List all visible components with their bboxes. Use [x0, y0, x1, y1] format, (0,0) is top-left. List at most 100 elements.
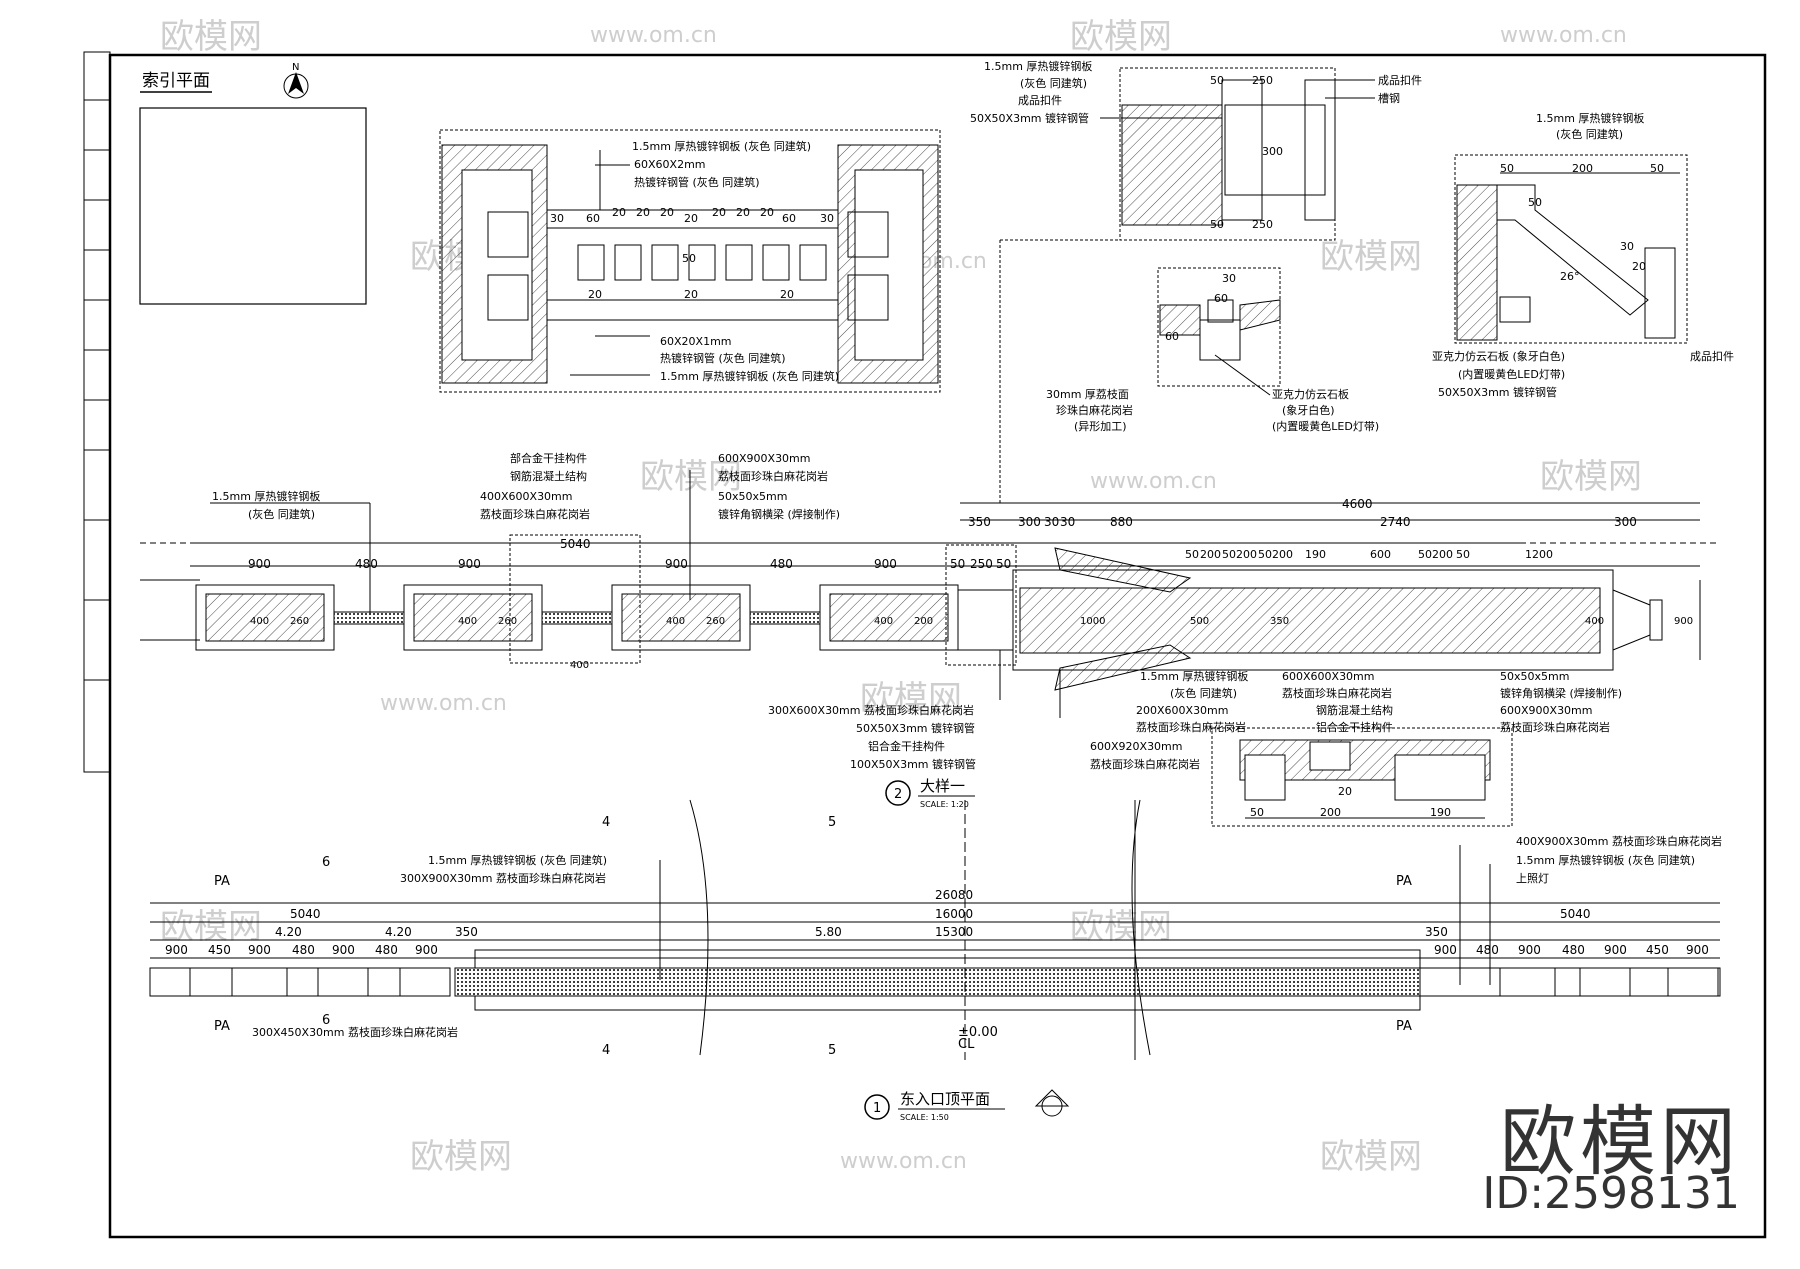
svg-text:1000: 1000 — [1080, 616, 1105, 627]
svg-text:4: 4 — [602, 815, 610, 830]
svg-text:600X600X30mm: 600X600X30mm — [1282, 670, 1375, 683]
svg-text:亚克力仿云石板 (象牙白色): 亚克力仿云石板 (象牙白色) — [1432, 349, 1565, 363]
svg-text:(内置暖黄色LED灯带): (内置暖黄色LED灯带) — [1272, 419, 1379, 433]
roof-plan-structure — [149, 799, 1721, 1060]
svg-text:50: 50 — [1418, 548, 1432, 561]
svg-text:30: 30 — [550, 212, 564, 225]
svg-text:1: 1 — [873, 1101, 881, 1116]
svg-text:50: 50 — [1650, 162, 1664, 175]
svg-text:480: 480 — [1476, 943, 1499, 957]
svg-text:400: 400 — [874, 616, 893, 627]
svg-text:钢筋混凝土结构: 钢筋混凝土结构 — [1316, 703, 1393, 717]
svg-text:1.5mm 厚热镀锌钢板 (灰色 同建筑): 1.5mm 厚热镀锌钢板 (灰色 同建筑) — [1516, 853, 1695, 867]
watermark-url: www.om.cn — [1500, 23, 1627, 48]
svg-text:20: 20 — [612, 206, 626, 219]
roof-plan-markers: PA PA PA PA 4 4 5 5 6 6 CL ±0.00 — [214, 815, 1412, 1058]
svg-text:50: 50 — [1258, 548, 1272, 561]
svg-text:(异形加工): (异形加工) — [1074, 420, 1127, 433]
svg-text:400: 400 — [666, 616, 685, 627]
index-plan-title: 索引平面 — [142, 71, 210, 91]
watermark-brand: 欧模网 — [1070, 907, 1172, 947]
svg-text:900: 900 — [458, 557, 481, 571]
svg-text:(灰色 同建筑): (灰色 同建筑) — [1020, 76, 1087, 90]
svg-text:镀锌角钢横梁 (焊接制作): 镀锌角钢横梁 (焊接制作) — [718, 507, 840, 521]
detail-mid-small — [999, 239, 1281, 505]
svg-text:250: 250 — [1252, 218, 1273, 231]
svg-text:6: 6 — [322, 1013, 330, 1028]
detail-top-left — [439, 129, 941, 393]
svg-text:PA: PA — [214, 1019, 230, 1034]
svg-text:480: 480 — [770, 557, 793, 571]
roof-plan-notes: 1.5mm 厚热镀锌钢板 (灰色 同建筑) 300X900X30mm 荔枝面珍珠… — [252, 834, 1722, 1039]
svg-text:N: N — [292, 62, 299, 73]
svg-text:30: 30 — [1222, 272, 1236, 285]
watermark-brand: 欧模网 — [860, 679, 962, 719]
svg-text:2: 2 — [894, 787, 902, 802]
svg-text:20: 20 — [736, 206, 750, 219]
svg-text:400: 400 — [570, 660, 589, 671]
svg-text:350: 350 — [1425, 925, 1448, 939]
north-arrow-icon: N — [283, 62, 309, 99]
svg-text:(灰色 同建筑): (灰色 同建筑) — [1556, 127, 1623, 141]
plan-detail-dims-inner: 400 260 400 260 400 260 400 200 1000 500… — [250, 616, 1693, 671]
watermark-brand: 欧模网 — [160, 17, 262, 57]
watermark-url: www.om.cn — [1090, 469, 1217, 494]
svg-text:1200: 1200 — [1525, 548, 1553, 561]
svg-text:30: 30 — [820, 212, 834, 225]
plan-detail-dims-top: 900 480 900 5040 900 480 900 350 300 30 … — [190, 497, 1700, 571]
svg-text:300: 300 — [1614, 515, 1637, 529]
svg-text:PA: PA — [1396, 1019, 1412, 1034]
svg-text:1.5mm 厚热镀锌钢板 (灰色 同建筑): 1.5mm 厚热镀锌钢板 (灰色 同建筑) — [632, 139, 811, 153]
svg-text:PA: PA — [1396, 874, 1412, 889]
plan-detail-notes: 部合金干挂构件 钢筋混凝土结构 400X600X30mm 荔枝面珍珠白麻花岗岩 … — [210, 451, 1622, 771]
svg-text:60X20X1mm: 60X20X1mm — [660, 335, 732, 348]
svg-text:60: 60 — [1165, 330, 1179, 343]
svg-text:(灰色 同建筑): (灰色 同建筑) — [248, 507, 315, 521]
svg-text:1.5mm 厚热镀锌钢板: 1.5mm 厚热镀锌钢板 — [212, 489, 320, 503]
detail-top-right-labels: 1.5mm 厚热镀锌钢板 (灰色 同建筑) 亚克力仿云石板 (象牙白色) (内置… — [1432, 111, 1734, 399]
svg-text:50: 50 — [1528, 196, 1542, 209]
svg-text:300: 300 — [1018, 515, 1041, 529]
svg-text:50x50x5mm: 50x50x5mm — [718, 490, 787, 503]
watermark-brand: 欧模网 — [1320, 237, 1422, 277]
detail-top-mid-labels: 1.5mm 厚热镀锌钢板 (灰色 同建筑) 成品扣件 50X50X3mm 镀锌钢… — [970, 59, 1422, 231]
svg-text:2740: 2740 — [1380, 515, 1411, 529]
svg-text:30: 30 — [1044, 515, 1059, 529]
watermark-brand: 欧模网 — [640, 457, 742, 497]
detail-top-left-labels: 1.5mm 厚热镀锌钢板 (灰色 同建筑) 60X60X2mm 热镀锌钢管 (灰… — [550, 139, 839, 383]
svg-text:50: 50 — [1500, 162, 1514, 175]
svg-text:16000: 16000 — [935, 907, 973, 921]
svg-text:4.20: 4.20 — [385, 925, 412, 939]
svg-text:热镀锌钢管 (灰色 同建筑): 热镀锌钢管 (灰色 同建筑) — [634, 175, 760, 189]
svg-text:900: 900 — [248, 557, 271, 571]
plan-detail-subsection-dims: 50 200 190 20 — [1250, 785, 1451, 819]
svg-text:400: 400 — [458, 616, 477, 627]
plan-detail-title: 2 大样一 SCALE: 1:20 — [885, 777, 975, 809]
svg-text:槽钢: 槽钢 — [1378, 92, 1400, 105]
svg-text:亚克力仿云石板: 亚克力仿云石板 — [1272, 387, 1349, 401]
detail-title: 大样一 — [920, 777, 965, 795]
svg-text:5040: 5040 — [560, 537, 591, 551]
sheet-border — [83, 51, 1767, 1239]
roof-plan-title: 1 东入口顶平面 SCALE: 1:50 — [864, 1089, 1070, 1122]
svg-text:6: 6 — [322, 855, 330, 870]
svg-text:(内置暖黄色LED灯带): (内置暖黄色LED灯带) — [1458, 367, 1565, 381]
svg-text:400: 400 — [250, 616, 269, 627]
svg-text:900: 900 — [1518, 943, 1541, 957]
detail-top-right — [1454, 154, 1688, 344]
svg-text:1.5mm 厚热镀锌钢板 (灰色 同建筑): 1.5mm 厚热镀锌钢板 (灰色 同建筑) — [428, 853, 607, 867]
svg-text:250: 250 — [1252, 74, 1273, 87]
svg-text:190: 190 — [1430, 806, 1451, 819]
svg-text:900: 900 — [665, 557, 688, 571]
svg-text:200: 200 — [1272, 548, 1293, 561]
svg-text:400X900X30mm 荔枝面珍珠白麻花岗岩: 400X900X30mm 荔枝面珍珠白麻花岗岩 — [1516, 834, 1722, 848]
svg-text:300X600X30mm 荔枝面珍珠白麻花岗岩: 300X600X30mm 荔枝面珍珠白麻花岗岩 — [768, 703, 974, 717]
svg-text:上照灯: 上照灯 — [1516, 872, 1549, 885]
svg-text:500: 500 — [1190, 616, 1209, 627]
svg-text:50: 50 — [1210, 74, 1224, 87]
svg-text:900: 900 — [1434, 943, 1457, 957]
svg-text:50: 50 — [1250, 806, 1264, 819]
svg-text:30: 30 — [1060, 515, 1075, 529]
svg-text:400: 400 — [1585, 616, 1604, 627]
